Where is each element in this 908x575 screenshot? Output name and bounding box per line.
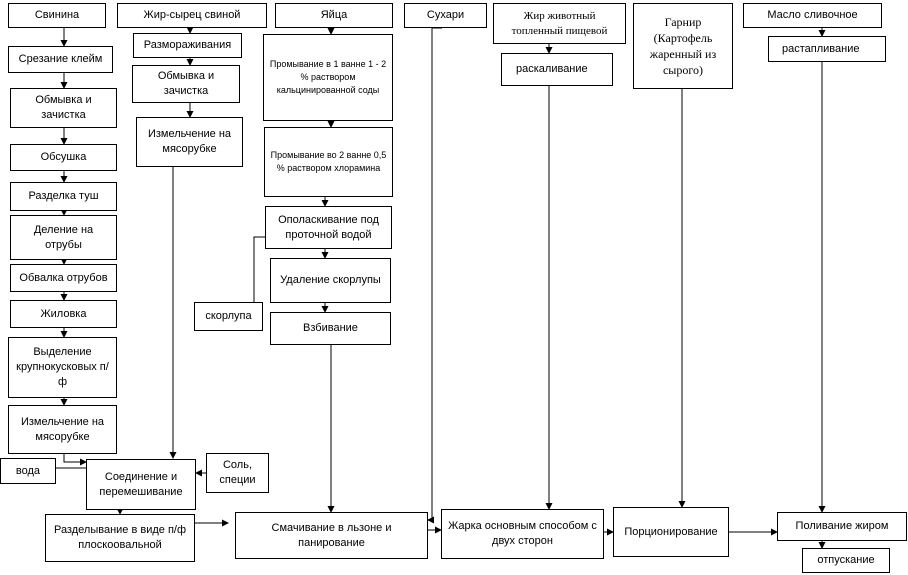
- node-label: Порционирование: [624, 525, 718, 538]
- node-maslo-slivochnoe: Масло сливочное: [743, 3, 882, 28]
- node-polivanie: Поливание жиром: [777, 512, 907, 541]
- node-vzbivanie: Взбивание: [270, 312, 391, 345]
- node-label: Промывание в 1 ванне 1 - 2 % раствором к…: [269, 58, 387, 96]
- node-skorlupa: скорлупа: [194, 302, 263, 331]
- node-label: Жир-сырец свиной: [143, 9, 241, 22]
- node-label: Соль, специи: [219, 459, 256, 486]
- node-label: Масло сливочное: [767, 9, 858, 22]
- node-smachivanie: Смачивание в льзоне и панирование: [235, 512, 428, 559]
- node-raskalivanie: раскаливание: [501, 53, 613, 86]
- node-label: Разделывание в виде п/ф плоскоовальной: [53, 524, 187, 551]
- node-label: Взбивание: [303, 322, 358, 335]
- node-razdelka-tush: Разделка туш: [10, 182, 117, 211]
- node-label: Яйца: [320, 9, 348, 22]
- node-label: Измельчение на мясорубке: [20, 415, 105, 443]
- node-udalenie-skorlupy: Удаление скорлупы: [270, 258, 391, 303]
- node-obsushka: Обсушка: [10, 144, 117, 171]
- node-vydelenie-pf: Выделение крупнокусковых п/ф: [8, 337, 117, 398]
- node-obmyvka-zachistka-2: Обмывка и зачистка: [132, 65, 240, 103]
- node-zhir-zhivotny: Жир животный топленный пищевой: [493, 3, 626, 44]
- node-label: Жиловка: [40, 307, 87, 320]
- node-label: Поливание жиром: [795, 520, 889, 533]
- node-label: Обмывка и зачистка: [157, 70, 215, 97]
- node-label: отпускание: [817, 554, 875, 567]
- node-zhilovka: Жиловка: [10, 300, 117, 328]
- node-svinina: Свинина: [8, 3, 106, 28]
- node-yaitsa: Яйца: [275, 3, 393, 28]
- node-label: Срезание клейм: [18, 53, 103, 66]
- node-label: растапливание: [782, 42, 860, 55]
- node-sol-specii: Соль, специи: [206, 453, 269, 493]
- node-promyvanie-1: Промывание в 1 ванне 1 - 2 % раствором к…: [263, 34, 393, 121]
- node-srezanie-kleim: Срезание клейм: [8, 46, 113, 73]
- node-label: Измельчение на мясорубке: [147, 128, 232, 155]
- node-soedinenie: Соединение и перемешивание: [86, 459, 196, 510]
- node-otpuskanie: отпускание: [802, 548, 890, 573]
- node-razmorazhivanie: Размораживания: [133, 33, 242, 58]
- node-label: Ополаскивание под проточной водой: [278, 213, 379, 241]
- node-label: Жир животный топленный пищевой: [511, 9, 608, 37]
- node-label: Размораживания: [143, 39, 232, 52]
- node-obmyvka-zachistka: Обмывка и зачистка: [10, 88, 117, 128]
- node-label: Гарнир (Картофель жаренный из сырого): [649, 14, 717, 78]
- node-label: Обсушка: [40, 151, 87, 164]
- node-obvalka-otrubov: Обвалка отрубов: [10, 264, 117, 292]
- node-label: Разделка туш: [28, 190, 99, 203]
- node-garnir: Гарнир (Картофель жаренный из сырого): [633, 3, 733, 89]
- node-label: Обмывка и зачистка: [35, 94, 92, 121]
- node-label: раскаливание: [516, 63, 588, 76]
- node-promyvanie-2: Промывание во 2 ванне 0,5 % раствором хл…: [264, 127, 393, 197]
- node-label: Свинина: [34, 9, 80, 22]
- node-label: Удаление скорлупы: [280, 274, 381, 287]
- node-label: Соединение и перемешивание: [99, 470, 183, 498]
- node-label: Выделение крупнокусковых п/ф: [16, 346, 109, 388]
- node-label: вода: [15, 464, 41, 477]
- node-razdelyvanie: Разделывание в виде п/ф плоскоовальной: [45, 514, 195, 562]
- node-label: Обвалка отрубов: [19, 271, 108, 284]
- node-zharka: Жарка основным способом с двух сторон: [441, 509, 604, 559]
- node-label: Промывание во 2 ванне 0,5 % раствором хл…: [270, 149, 387, 173]
- node-label: Смачивание в льзоне и панирование: [271, 521, 392, 549]
- node-zhir-syrets: Жир-сырец свиной: [117, 3, 267, 28]
- node-opolaskivanie: Ополаскивание под проточной водой: [265, 206, 392, 249]
- node-izmelchenie-1: Измельчение на мясорубке: [8, 405, 117, 454]
- node-izmelchenie-2: Измельчение на мясорубке: [136, 117, 243, 167]
- node-label: Сухари: [426, 9, 465, 22]
- node-voda: вода: [0, 458, 56, 484]
- node-rastaplivanie: растапливание: [768, 36, 886, 62]
- node-label: скорлупа: [205, 310, 252, 323]
- node-suhari: Сухари: [404, 3, 487, 28]
- node-porcionirovanie: Порционирование: [613, 507, 729, 557]
- node-label: Деление на отрубы: [33, 223, 94, 251]
- node-delenie-otruby: Деление на отрубы: [10, 215, 117, 260]
- node-label: Жарка основным способом с двух сторон: [448, 520, 597, 547]
